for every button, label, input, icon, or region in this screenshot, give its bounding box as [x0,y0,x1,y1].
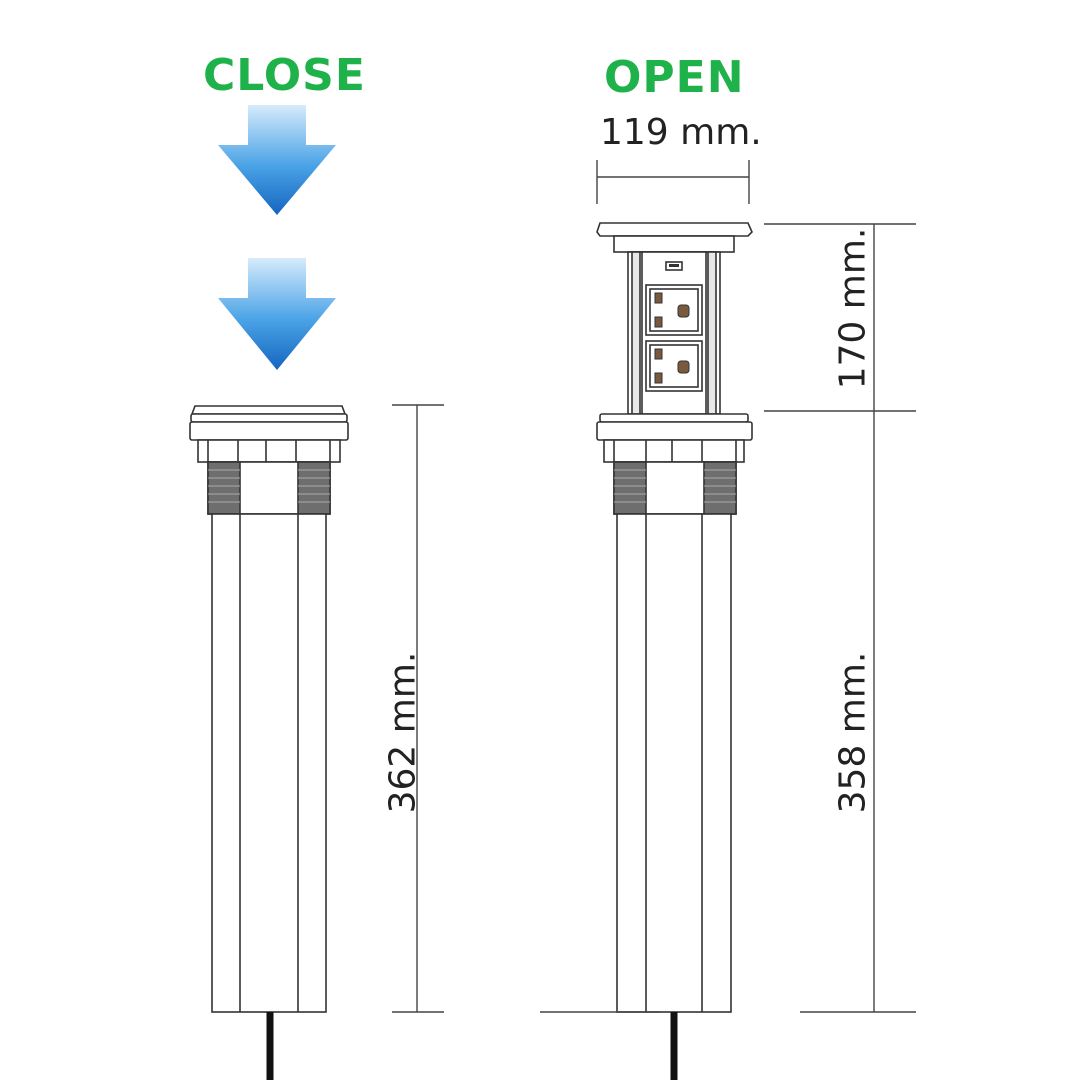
open-unit [596,222,753,1013]
arrow-down-icon [218,258,336,370]
open-label: OPEN [604,52,745,103]
width-dimension-label: 119 mm. [600,112,762,153]
width-dimension-line [596,160,750,204]
outlet-icon [645,284,703,336]
closed-height-dimension-line [392,404,444,1013]
outlet-icon [645,340,703,392]
open-height-dimension-lines [540,223,916,1013]
arrow-down-icon [218,105,336,215]
closed-unit [189,405,349,1013]
close-label: CLOSE [203,50,366,101]
